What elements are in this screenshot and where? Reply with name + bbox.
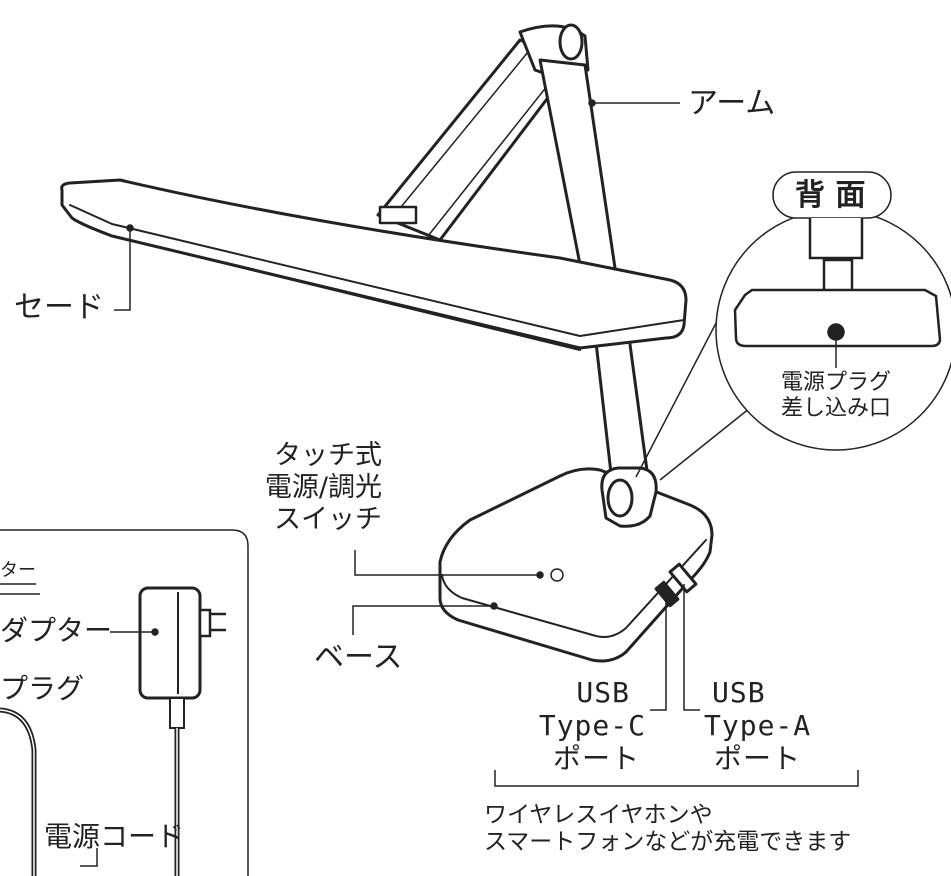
touch-switch-line2: 電源/調光 <box>264 471 382 503</box>
base-label: ベース <box>314 640 403 675</box>
usb-c-label: USB Type-C ポート <box>500 676 646 775</box>
plug-label: プラグ <box>0 672 85 705</box>
shade-label: セード <box>14 290 104 325</box>
back-view-callout <box>715 171 951 451</box>
adapter-box <box>0 529 249 876</box>
power-plug-port-line1: 電源プラグ <box>780 370 891 395</box>
touch-switch-line3: スイッチ <box>274 503 382 535</box>
power-cord-label: 電源コード <box>44 820 185 853</box>
power-plug-port-line2: 差し込み口 <box>780 395 891 421</box>
base <box>438 467 714 663</box>
arm-label: アーム <box>688 86 776 121</box>
back-view-title: 背 面 <box>795 178 866 213</box>
usb-c-line1: USB <box>576 676 630 709</box>
adapter-box-header: ター <box>0 560 36 581</box>
power-plug-port-label: 電源プラグ 差し込み口 <box>776 370 896 422</box>
touch-switch-line1: タッチ式 <box>274 440 382 471</box>
touch-switch-label: タッチ式 電源/調光 スイッチ <box>246 440 382 536</box>
usb-note-line2: スマートフォンなどが充電できます <box>484 829 852 856</box>
usb-c-line2: Type-C <box>538 709 646 743</box>
usb-a-label: USB Type-A ポート <box>704 676 854 775</box>
adapter-label: ダプター <box>0 614 113 647</box>
usb-c-line3: ポート <box>552 742 640 776</box>
usb-a-line3: ポート <box>714 742 802 776</box>
usb-note: ワイヤレスイヤホンや スマートフォンなどが充電できます <box>484 802 851 856</box>
usb-a-line1: USB <box>712 676 766 709</box>
usb-a-line2: Type-A <box>704 709 812 743</box>
usb-note-line1: ワイヤレスイヤホンや <box>484 802 713 828</box>
